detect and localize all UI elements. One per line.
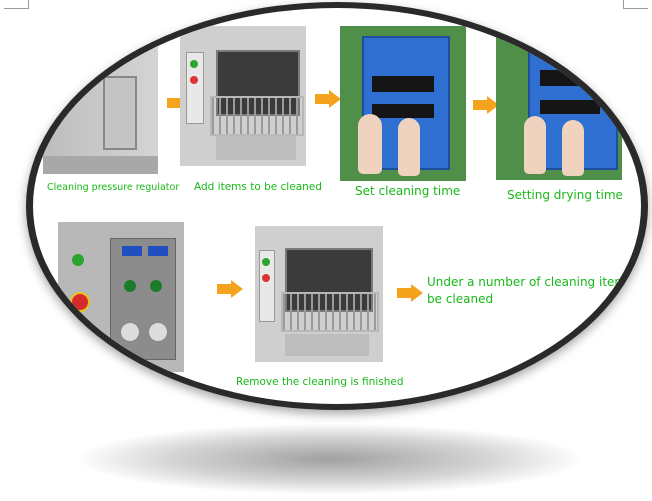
caption-under-cleaning-items: Under a number of cleaning items be clea… [427, 275, 633, 306]
oval-frame: Cleaning pressure regulator Add items to… [26, 2, 648, 410]
caption-add-items: Add items to be cleaned [194, 181, 322, 193]
photo-pressure-regulator [43, 46, 158, 174]
photo-set-cleaning-time [340, 26, 466, 181]
drop-shadow [80, 424, 580, 494]
caption-setting-drying-time: Setting drying time [507, 188, 623, 202]
photo-setting-drying-time [496, 30, 622, 180]
caption-remove-finished: Remove the cleaning is finished [236, 376, 404, 388]
photo-remove-finished [255, 226, 383, 362]
photo-control-panel [58, 222, 184, 372]
caption-cleaning-pressure-regulator: Cleaning pressure regulator [47, 182, 180, 193]
arrow-right-icon [315, 90, 341, 108]
frame-corner-right [623, 0, 648, 9]
oval-content: Cleaning pressure regulator Add items to… [33, 8, 641, 404]
frame-corner-left [4, 0, 29, 9]
arrow-right-icon [397, 284, 423, 302]
arrow-right-icon [217, 280, 243, 298]
arrow-right-icon [473, 96, 499, 114]
photo-add-items [180, 26, 306, 166]
caption-set-cleaning-time: Set cleaning time [355, 184, 461, 198]
